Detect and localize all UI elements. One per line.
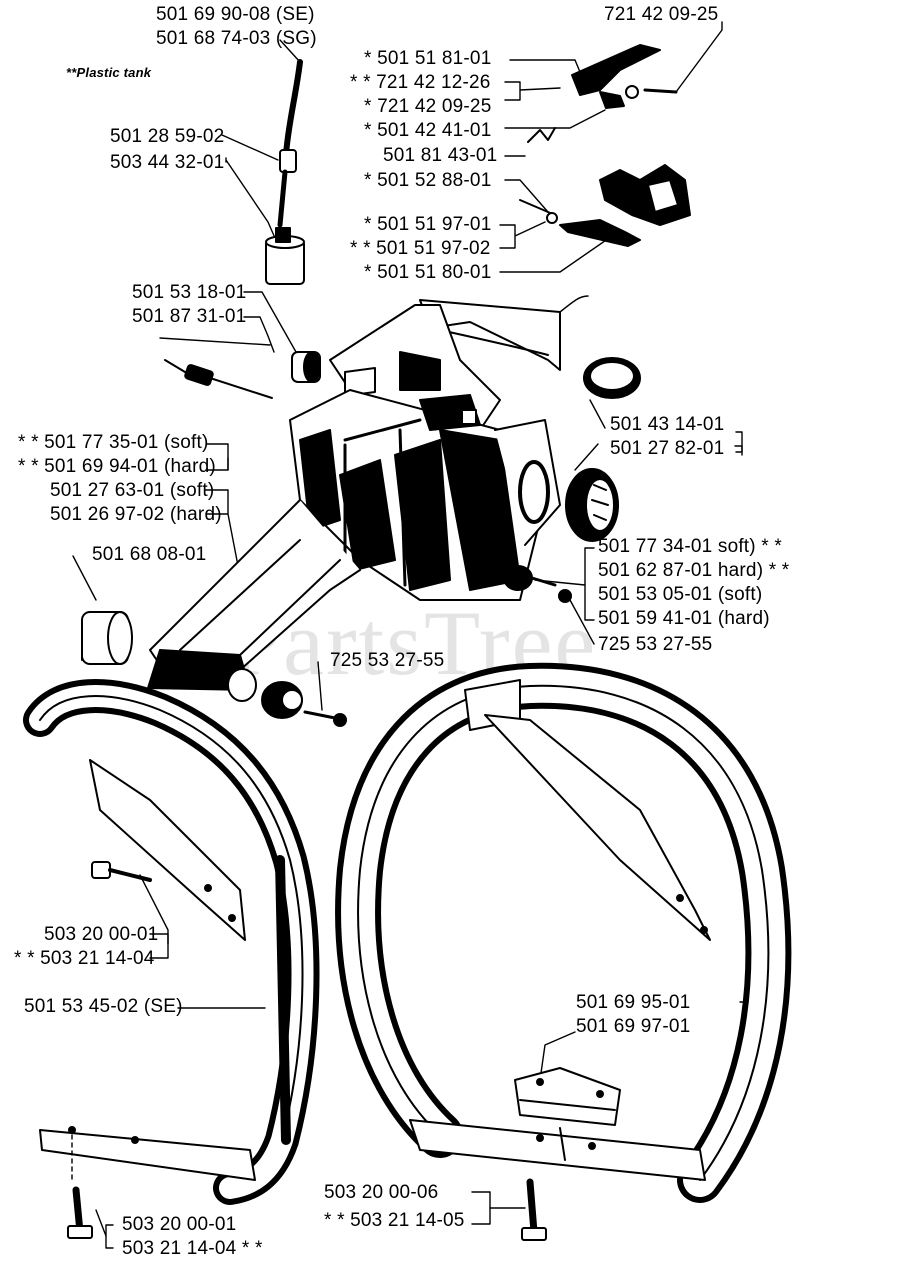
part-label: 721 42 09-25 (604, 4, 719, 25)
part-label: 501 69 95-01 (576, 992, 691, 1013)
part-label: * 501 51 81-01 (364, 48, 492, 69)
part-label: 501 43 14-01 (610, 414, 725, 435)
part-label: * * 503 21 14-05 (324, 1210, 465, 1231)
leader-lines (72, 21, 746, 1249)
part-label: 501 28 59-02 (110, 126, 225, 147)
fuel-hose-group (265, 59, 305, 285)
trigger-assembly (519, 44, 691, 247)
part-label: * * 501 51 97-02 (350, 238, 491, 259)
part-label: 501 69 97-01 (576, 1016, 691, 1037)
part-label: 503 20 00-06 (324, 1182, 439, 1203)
part-label: 725 53 27-55 (330, 650, 445, 671)
part-label: 501 68 74-03 (SG) (156, 28, 317, 49)
part-label: * * 501 77 35-01 (soft) (18, 432, 209, 453)
part-label: 501 53 05-01 (soft) (598, 584, 763, 605)
part-label: 725 53 27-55 (598, 634, 713, 655)
part-label: 501 27 82-01 (610, 438, 725, 459)
right-handle (335, 662, 792, 1241)
part-label: * * 721 42 12-26 (350, 72, 491, 93)
part-label: * 501 51 80-01 (364, 262, 492, 283)
part-label: 503 21 14-04 * * (122, 1238, 263, 1259)
part-label: 501 26 97-02 (hard) (50, 504, 222, 525)
part-label: * * 501 69 94-01 (hard) (18, 456, 216, 477)
part-label: 501 53 45-02 (SE) (24, 996, 183, 1017)
part-label: * * 503 21 14-04 (14, 948, 155, 969)
part-label: 503 20 00-01 (44, 924, 159, 945)
part-label: 501 62 87-01 hard) * * (598, 560, 790, 581)
part-label: 501 68 08-01 (92, 544, 207, 565)
main-housing (147, 295, 589, 702)
bushing-group (164, 351, 321, 399)
part-label: 503 20 00-01 (122, 1214, 237, 1235)
av-elements (81, 565, 572, 727)
part-label: 501 81 43-01 (383, 145, 498, 166)
plastic-tank-note: **Plastic tank (66, 65, 152, 80)
part-label: 501 87 31-01 (132, 306, 247, 327)
part-label: * 721 42 09-25 (364, 96, 492, 117)
part-label: * 501 52 88-01 (364, 170, 492, 191)
filler-cap-group (518, 357, 641, 542)
part-label: 501 69 90-08 (SE) (156, 4, 315, 25)
part-label: * 501 42 41-01 (364, 120, 492, 141)
part-label: 501 53 18-01 (132, 282, 247, 303)
left-handle (23, 679, 320, 1239)
part-label: 501 77 34-01 soft) * * (598, 536, 782, 557)
part-label: 501 59 41-01 (hard) (598, 608, 770, 629)
part-label: 503 44 32-01 (110, 152, 225, 173)
part-label: * 501 51 97-01 (364, 214, 492, 235)
part-label: 501 27 63-01 (soft) (50, 480, 215, 501)
